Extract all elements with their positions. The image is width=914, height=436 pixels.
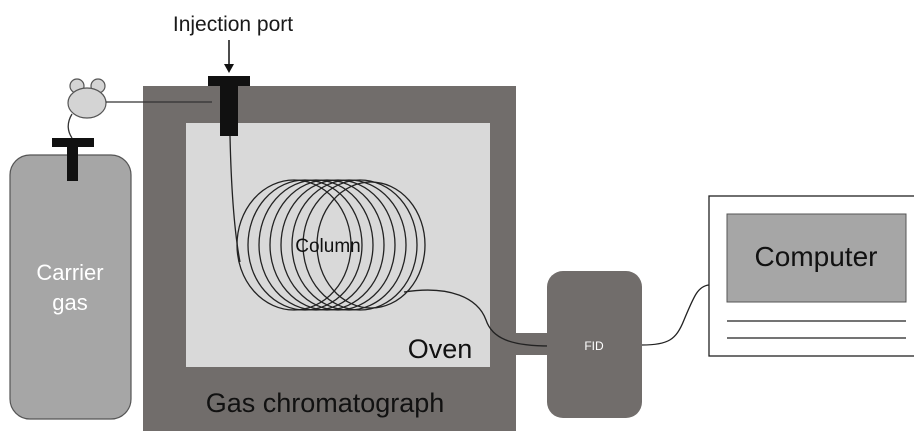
fid-detector [547,271,642,418]
fid-label: FID [584,339,604,353]
computer-label: Computer [755,241,878,272]
column-to-fid-line [403,289,551,347]
injection-arrow [224,40,234,73]
carrier-gas-cylinder [9,154,132,420]
oven-label: Oven [408,334,473,364]
injection-port-bar [208,76,250,86]
injection-port-stem [220,84,238,136]
carrier-gas-label-line1: Carrier [36,260,103,285]
pressure-regulator [67,78,107,119]
gas-chromatograph-label: Gas chromatograph [206,388,445,418]
cylinder-valve-stem [67,145,78,181]
regulator-to-cylinder-line [67,113,73,139]
injector-to-column-line [229,135,241,263]
injection-port-label: Injection port [173,13,293,36]
column-coil [236,179,426,311]
computer-screen [726,213,907,303]
cylinder-valve-bar [52,138,94,147]
carrier-gas-label-line2: gas [52,290,87,315]
column-label: Column [295,236,360,257]
fid-to-computer-line [641,284,710,346]
oven-fid-connector [516,333,550,355]
